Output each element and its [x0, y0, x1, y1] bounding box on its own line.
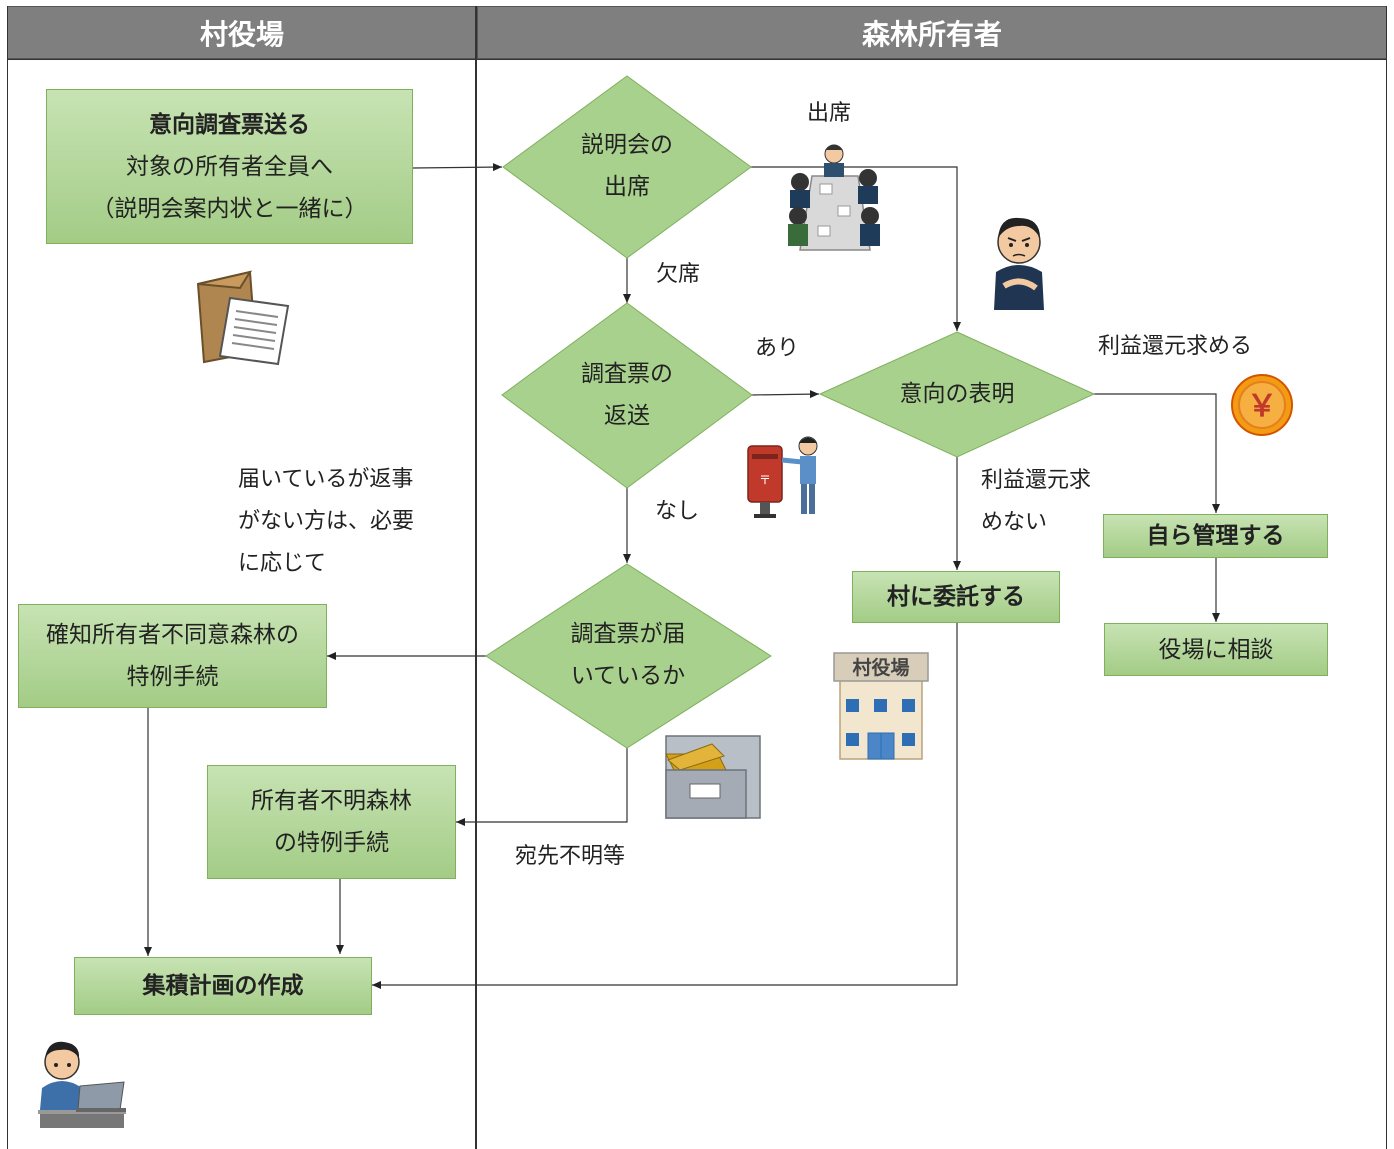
diamond-delivered: 調査票が届 いているか — [548, 613, 708, 697]
diamond-attend-line2: 出席 — [604, 174, 650, 200]
arrow-entrust-to-plan — [372, 622, 958, 989]
yen-coin-icon: ￥ — [1231, 374, 1293, 436]
lane-divider — [475, 6, 477, 1149]
label-reply-no: なし — [655, 499, 700, 524]
diamond-reply: 調査票の 返送 — [560, 353, 694, 437]
box-special-unknown: 所有者不明森林 の特例手続 — [207, 765, 456, 879]
diamond-attend-shape — [502, 75, 752, 259]
box-survey: 意向調査票送る 対象の所有者全員へ （説明会案内状と一緒に） — [46, 89, 413, 244]
right-border — [1386, 6, 1387, 1149]
envelope-document-icon — [196, 270, 290, 366]
box-survey-title: 意向調査票送る — [149, 111, 310, 138]
mailbox-person-icon: 〒 — [747, 436, 818, 518]
label-attend-no: 欠席 — [656, 262, 701, 287]
diamond-attend: 説明会の 出席 — [560, 124, 694, 208]
label-want-profit: 利益還元求める — [1098, 334, 1253, 359]
box-special-known-line2: 特例手続 — [126, 664, 219, 690]
arrow-intent-to-self — [1093, 393, 1220, 513]
diamond-intent: 意向の表明 — [899, 381, 1015, 407]
label-unknown-address: 宛先不明等 — [515, 844, 626, 869]
header-bottom-line — [7, 59, 1387, 60]
diamond-delivered-line2: いているか — [570, 663, 686, 689]
box-special-unknown-line2: の特例手続 — [274, 830, 389, 856]
box-plan: 集積計画の作成 — [74, 957, 372, 1015]
label-no-profit: 利益還元求 めない — [981, 460, 1091, 544]
label-no-profit-line2: めない — [981, 510, 1048, 535]
box-consult: 役場に相談 — [1104, 623, 1328, 676]
diamond-reply-shape — [501, 302, 753, 489]
filing-cabinet-icon — [665, 735, 761, 819]
arrow-attend-to-intent — [750, 166, 961, 331]
box-survey-line3: （説明会案内状と一緒に） — [91, 195, 368, 222]
label-note-line2: がない方は、必要 — [238, 509, 415, 534]
svg-text:〒: 〒 — [759, 473, 771, 487]
diamond-reply-line2: 返送 — [604, 403, 650, 429]
label-note: 届いているが返事 がない方は、必要 に応じて — [238, 459, 414, 585]
lane-header-forest-owner: 森林所有者 — [477, 6, 1387, 59]
label-attend-yes: 出席 — [807, 101, 852, 126]
yen-symbol: ￥ — [1247, 390, 1277, 423]
box-entrust: 村に委託する — [852, 571, 1060, 623]
box-special-known-line1: 確知所有者不同意森林の — [46, 622, 299, 648]
diamond-intent-shape — [818, 331, 1096, 458]
label-note-line1: 届いているが返事 — [238, 467, 414, 492]
arrow-reply-to-intent — [750, 390, 820, 399]
diamond-reply-line1: 調査票の — [581, 361, 673, 387]
left-border — [7, 6, 8, 1149]
label-no-profit-line1: 利益還元求 — [981, 468, 1092, 493]
diamond-delivered-line1: 調査票が届 — [570, 621, 686, 647]
box-special-unknown-line1: 所有者不明森林 — [251, 788, 412, 814]
box-self-manage: 自ら管理する — [1103, 514, 1328, 558]
arrow-delivered-to-unknown — [456, 748, 628, 826]
village-office-building-icon: 村役場 — [833, 652, 929, 760]
label-note-line3: に応じて — [238, 551, 327, 576]
label-reply-yes: あり — [755, 336, 800, 361]
thinking-man-icon — [994, 217, 1044, 310]
box-survey-line2: 対象の所有者全員へ — [126, 153, 333, 180]
office-worker-laptop-icon — [38, 1041, 126, 1128]
meeting-people-icon — [788, 144, 880, 251]
lane-header-village-office: 村役場 — [7, 6, 477, 59]
diamond-delivered-shape — [485, 563, 772, 749]
diamond-attend-line1: 説明会の — [581, 132, 673, 158]
box-special-known: 確知所有者不同意森林の 特例手続 — [18, 604, 327, 708]
arrow-survey-to-attend — [412, 163, 503, 172]
office-sign-text: 村役場 — [852, 656, 909, 679]
